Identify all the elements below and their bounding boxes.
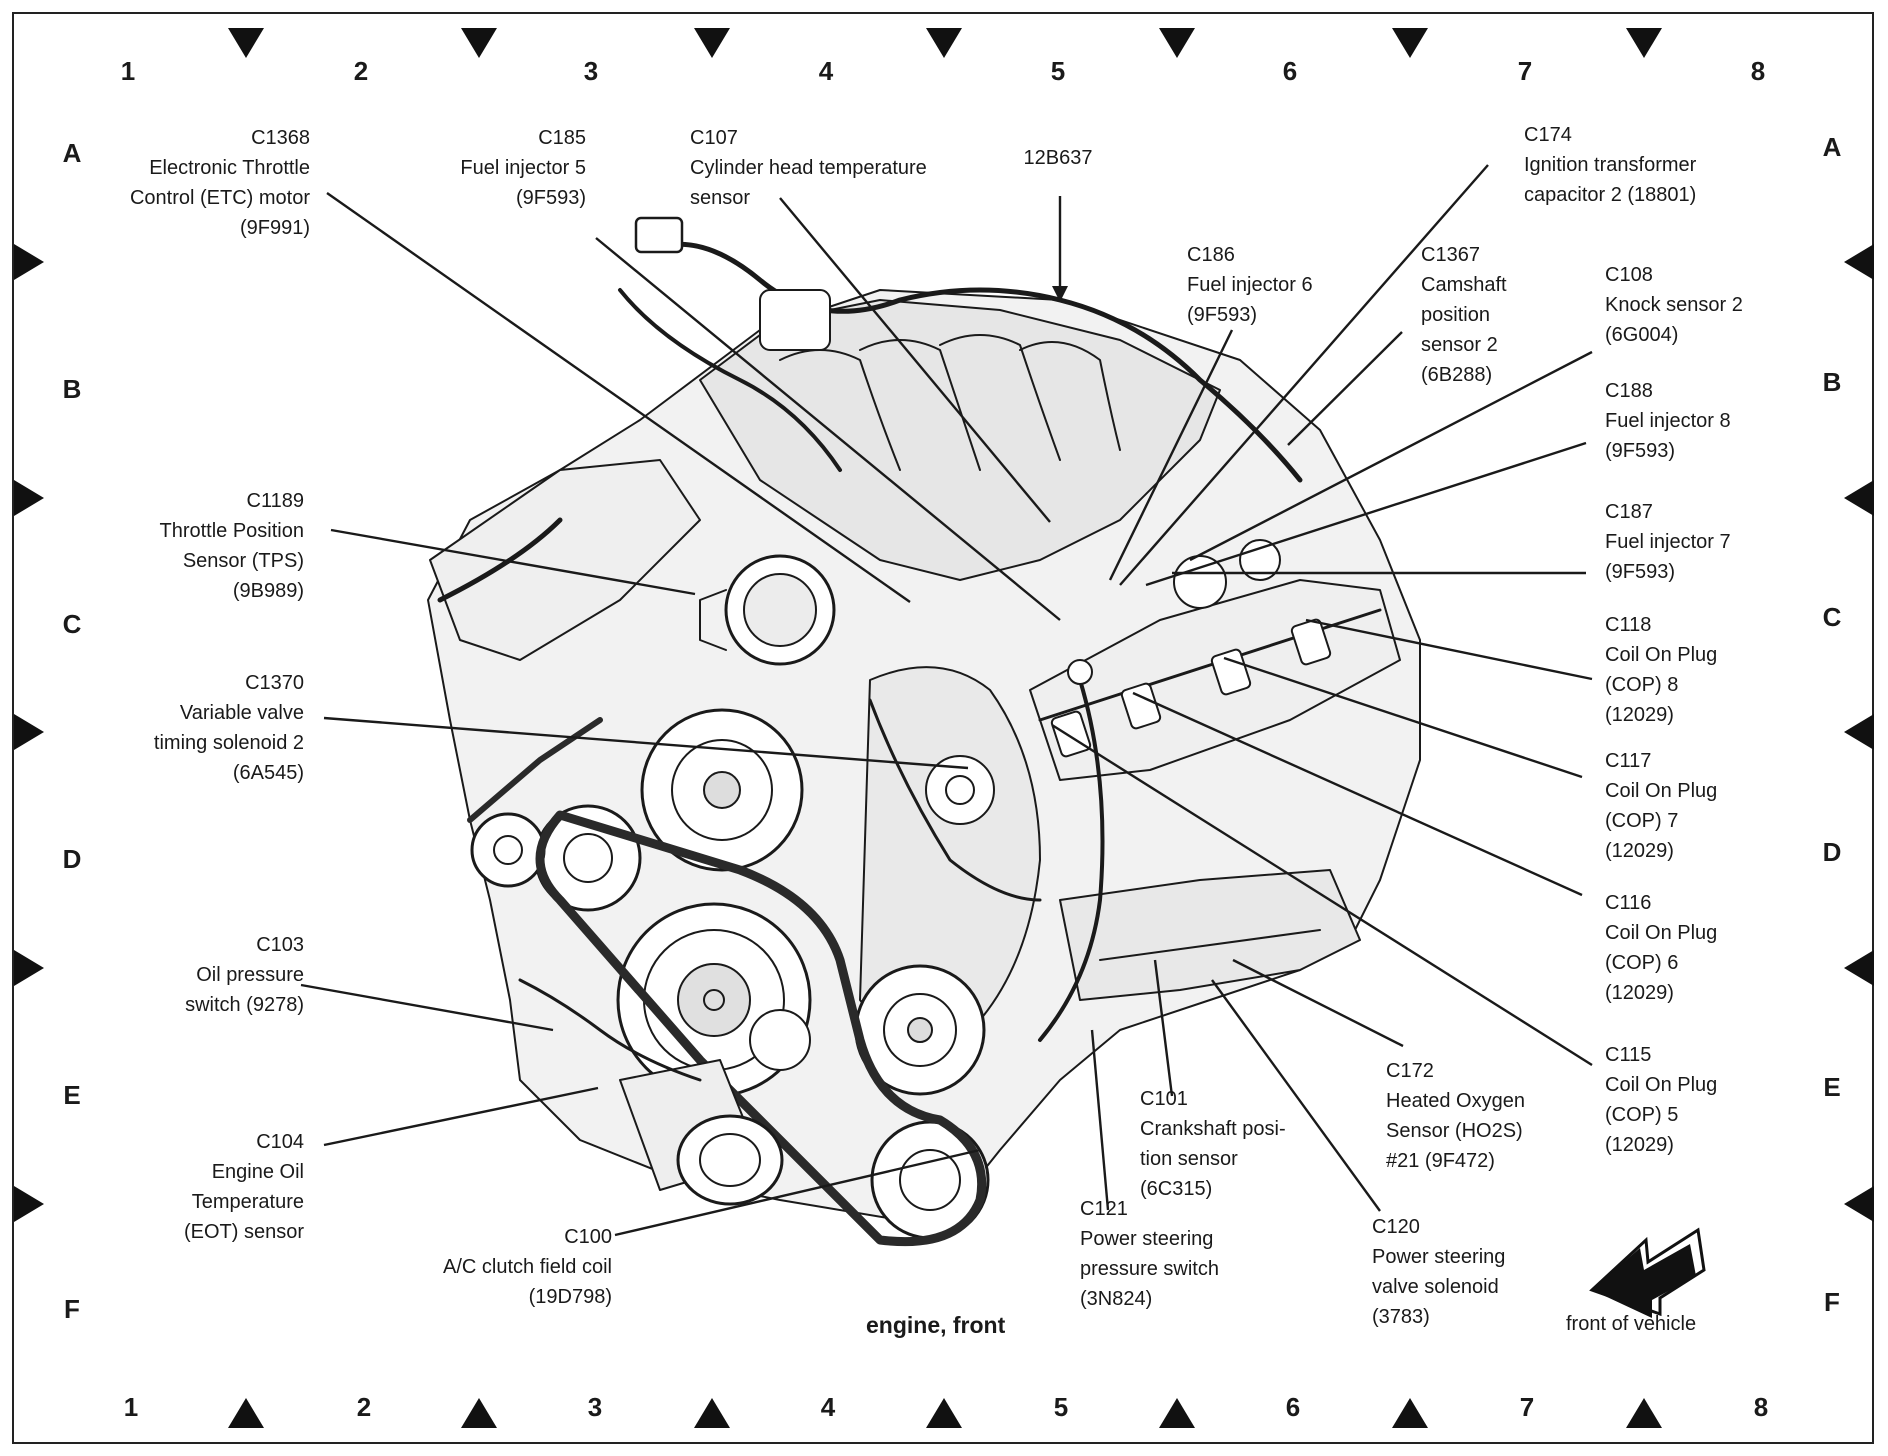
callout-12b637: 12B637 bbox=[1023, 147, 1093, 169]
column-label-2: 2 bbox=[353, 56, 369, 86]
column-label-8: 8 bbox=[1750, 56, 1766, 86]
column-label-3-bottom: 3 bbox=[587, 1392, 603, 1422]
row-label-a-right: A bbox=[1822, 132, 1842, 162]
callout-c120: C120 Power steering valve solenoid (3783… bbox=[1372, 1216, 1506, 1328]
callout-c117: C117 Coil On Plug (COP) 7 (12029) bbox=[1605, 750, 1718, 862]
border-registration-marks bbox=[14, 28, 1874, 1428]
callout-c101: C101 Crankshaft posi- tion sensor (6C315… bbox=[1140, 1088, 1286, 1200]
callout-c1368: C1368 Electronic Throttle Control (ETC) … bbox=[129, 127, 310, 239]
row-label-d-left: D bbox=[62, 844, 82, 874]
row-label-c-right: C bbox=[1822, 602, 1842, 632]
row-label-b-right: B bbox=[1822, 367, 1842, 397]
row-label-e-right: E bbox=[1823, 1072, 1841, 1102]
column-label-2-bottom: 2 bbox=[356, 1392, 372, 1422]
row-label-a-left: A bbox=[62, 138, 82, 168]
column-label-4-bottom: 4 bbox=[820, 1392, 836, 1422]
column-label-5-bottom: 5 bbox=[1053, 1392, 1069, 1422]
callout-c116: C116 Coil On Plug (COP) 6 (12029) bbox=[1605, 892, 1718, 1004]
column-label-7: 7 bbox=[1517, 56, 1533, 86]
column-label-6: 6 bbox=[1282, 56, 1298, 86]
front-of-vehicle-label: front of vehicle bbox=[1566, 1313, 1697, 1335]
column-label-1: 1 bbox=[120, 56, 136, 86]
callout-c115: C115 Coil On Plug (COP) 5 (12029) bbox=[1605, 1044, 1718, 1156]
column-label-7-bottom: 7 bbox=[1519, 1392, 1535, 1422]
engine-illustration bbox=[427, 216, 1421, 1247]
column-label-1-bottom: 1 bbox=[123, 1392, 139, 1422]
column-label-8-bottom: 8 bbox=[1753, 1392, 1769, 1422]
callout-c103: C103 Oil pressure switch (9278) bbox=[185, 934, 304, 1016]
row-label-f-left: F bbox=[64, 1294, 80, 1324]
row-label-d-right: D bbox=[1822, 837, 1842, 867]
callout-c121: C121 Power steering pressure switch (3N8… bbox=[1080, 1198, 1219, 1310]
callout-c1370: C1370 Variable valve timing solenoid 2 (… bbox=[153, 672, 304, 784]
callout-c186: C186 Fuel injector 6 (9F593) bbox=[1187, 244, 1313, 326]
callout-c188: C188 Fuel injector 8 (9F593) bbox=[1605, 380, 1731, 462]
callout-c100: C100 A/C clutch field coil (19D798) bbox=[443, 1226, 612, 1308]
callout-leader-lines bbox=[300, 164, 1593, 1237]
callout-c174: C174 Ignition transformer capacitor 2 (1… bbox=[1524, 124, 1697, 206]
row-label-f-right: F bbox=[1824, 1287, 1840, 1317]
row-label-b-left: B bbox=[62, 374, 82, 404]
callout-c1189: C1189 Throttle Position Sensor (TPS) (9B… bbox=[159, 490, 304, 602]
column-label-3: 3 bbox=[583, 56, 599, 86]
callout-c1367: C1367 Camshaft position sensor 2 (6B288) bbox=[1421, 244, 1507, 386]
callout-c187: C187 Fuel injector 7 (9F593) bbox=[1605, 501, 1731, 583]
callout-c172: C172 Heated Oxygen Sensor (HO2S) #21 (9F… bbox=[1386, 1060, 1525, 1172]
row-label-c-left: C bbox=[62, 609, 82, 639]
column-label-6-bottom: 6 bbox=[1285, 1392, 1301, 1422]
callout-c104: C104 Engine Oil Temperature (EOT) sensor bbox=[183, 1131, 304, 1243]
callout-c118: C118 Coil On Plug (COP) 8 (12029) bbox=[1605, 614, 1718, 726]
front-of-vehicle-arrow-icon bbox=[1589, 1227, 1706, 1318]
callout-c107: C107 Cylinder head temperature sensor bbox=[690, 127, 927, 209]
row-label-e-left: E bbox=[63, 1080, 81, 1110]
callout-c185: C185 Fuel injector 5 (9F593) bbox=[460, 127, 586, 209]
view-caption: engine, front bbox=[866, 1312, 1006, 1338]
callout-c108: C108 Knock sensor 2 (6G004) bbox=[1605, 264, 1743, 346]
column-label-4: 4 bbox=[818, 56, 834, 86]
column-label-5: 5 bbox=[1050, 56, 1066, 86]
